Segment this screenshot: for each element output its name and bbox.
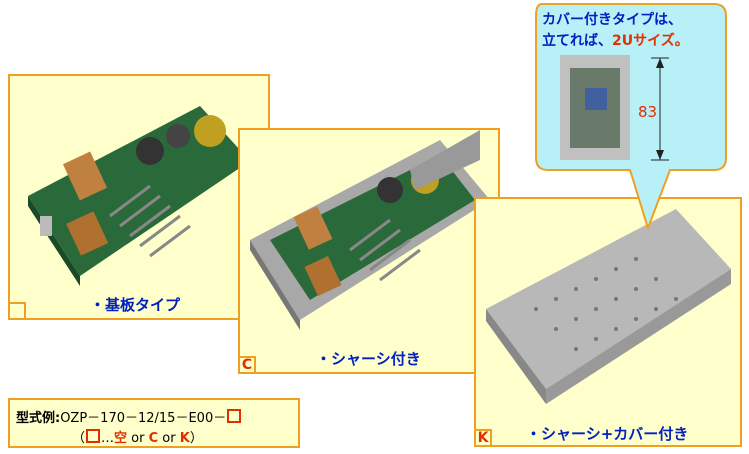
panel-caption: ・シャーシ付き — [316, 350, 421, 368]
type-tag: C — [238, 356, 256, 374]
panel-chassis-type: ・シャーシ付き C — [238, 128, 500, 374]
option-k: K — [179, 431, 190, 446]
type-tag: K — [474, 429, 492, 447]
option-c: C — [148, 431, 159, 446]
chassis-photo — [250, 130, 490, 330]
panel-caption: ・基板タイプ — [90, 296, 181, 314]
model-label: 型式例: — [16, 411, 61, 426]
or-text: or — [158, 431, 180, 446]
option-empty: 空 — [114, 431, 128, 446]
model-example-box: 型式例:OZP－170－12/15－E00－ （ …空 or C or K） — [8, 398, 300, 448]
covered-unit-photo — [486, 209, 731, 404]
panel-board-type: ・基板タイプ — [8, 74, 270, 320]
or-text: or — [127, 431, 149, 446]
dots: … — [101, 431, 115, 446]
paren-open: （ — [72, 431, 86, 446]
callout-line-2: 立てれば、2Uサイズ。 — [542, 30, 689, 50]
model-number: OZP－170－12/15－E00－ — [60, 411, 227, 426]
option-box-icon — [86, 429, 101, 443]
callout-line-2-prefix: 立てれば、 — [542, 33, 612, 49]
model-example-line: 型式例:OZP－170－12/15－E00－ — [16, 407, 242, 426]
option-box-icon — [227, 409, 242, 423]
callout-highlight: 2Uサイズ。 — [612, 33, 689, 49]
paren-close: ） — [189, 431, 203, 446]
type-tag — [8, 302, 26, 320]
callout-bubble — [535, 3, 727, 230]
dimension-label: 83 — [638, 103, 658, 121]
callout-line-1: カバー付きタイプは、 — [542, 12, 682, 28]
pcb-photo — [28, 106, 250, 286]
option-legend: （ …空 or C or K） — [72, 427, 203, 446]
panel-chassis-cover-type: ・シャーシ+カバー付き K — [474, 197, 742, 447]
panel-caption: ・シャーシ+カバー付き — [526, 425, 689, 443]
